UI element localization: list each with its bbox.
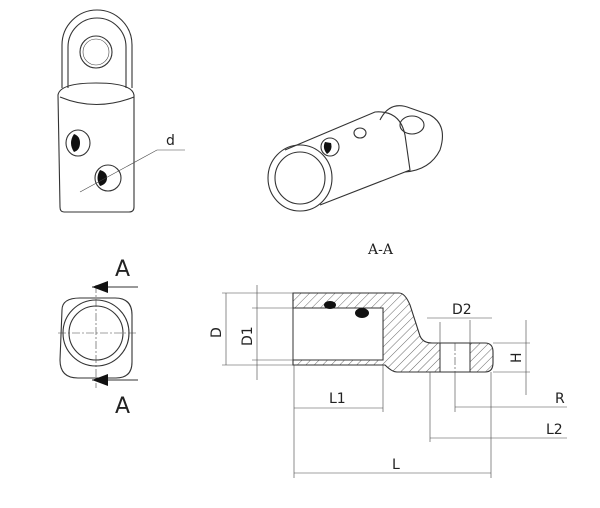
section-mark-bottom: A bbox=[115, 394, 130, 419]
section-view bbox=[292, 292, 494, 373]
section-title: A-A bbox=[367, 242, 394, 258]
dimension-D2-label: D2 bbox=[452, 302, 472, 318]
dimension-D-label: D bbox=[209, 327, 225, 338]
set-screw-hole bbox=[94, 164, 122, 192]
dimensions: D D1 L1 R L2 L D2 H bbox=[209, 285, 567, 478]
isometric-view bbox=[267, 105, 443, 212]
d-leader-line bbox=[79, 149, 185, 193]
dimension-D1-label: D1 bbox=[240, 326, 256, 346]
dimension-d-label: d bbox=[166, 133, 175, 149]
eye-hole bbox=[79, 35, 113, 69]
section-arrow-icon bbox=[92, 281, 108, 293]
dimension-L1-label: L1 bbox=[329, 391, 346, 407]
dimension-R-label: R bbox=[555, 391, 565, 407]
end-view: A A bbox=[58, 257, 138, 419]
section-mark-top: A bbox=[115, 257, 130, 282]
section-arrow-icon bbox=[92, 374, 108, 386]
dimension-H-label: H bbox=[509, 352, 525, 363]
dimension-L-label: L bbox=[392, 457, 400, 473]
lug-eye-hole bbox=[399, 115, 425, 135]
set-screw-hole bbox=[65, 129, 91, 157]
dimension-L2-label: L2 bbox=[546, 422, 563, 438]
front-view: d bbox=[57, 9, 185, 213]
